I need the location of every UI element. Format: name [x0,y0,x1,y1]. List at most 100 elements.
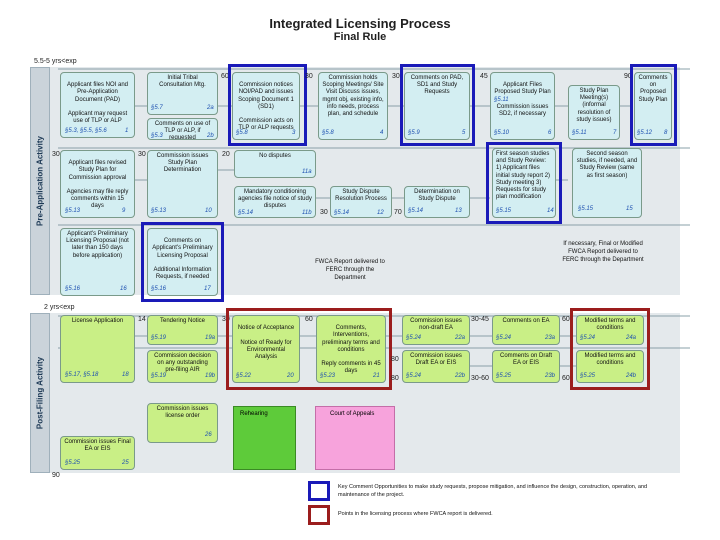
first-season-section: §5.15 [496,208,512,214]
no-disputes-text: No disputes [259,153,291,159]
proposed-plan-text: Applicant Files Proposed Study Plan Comm… [494,82,551,118]
proposed-plan-box: Applicant Files Proposed Study Plan Comm… [490,72,555,140]
prelim-proposal-box: Applicant's Preliminary Licensing Propos… [60,228,135,296]
study-plan-meeting-box: Study Plan Meeting(s) (informal resoluti… [568,85,620,140]
tribal-box: Initial Tribal Consultation Mtg. [147,72,218,115]
plan-determination-text: Commission issues Study Plan Determinati… [156,153,209,174]
revised-plan-box: Applicant files revised Study Plan for C… [60,150,135,218]
dispute-process-number: 12 [377,210,384,216]
comments-draft-number: 23b [545,373,556,379]
time-30c: 30 [52,151,60,158]
comments-proposed-number: 8 [664,130,668,136]
time-80a: 80 [391,375,399,382]
comments-proposed-box: Comments on Proposed Study Plan [634,72,672,140]
comments-ea-text: Comments on EA [502,318,550,324]
study-plan-meeting-section: §5.11 [572,130,587,136]
fwca-report-highlight [570,308,650,390]
time-60b: 60 [305,316,313,323]
legend-red-swatch [308,505,330,525]
scoping-meeting-number: 4 [380,130,384,136]
post-filing-label: Post-Filing Activity [30,313,50,473]
non-draft-ea-text: Commission issues non-draft EA [410,318,462,332]
prelim-comments-section: §5.16 [151,286,167,292]
acceptance-text: Notice of Acceptance Notice of Ready for… [237,325,295,361]
first-season-number: 14 [547,208,554,214]
modified-terms-a-text: Modified terms and conditions [584,318,636,332]
modified-terms-b-number: 24b [626,373,637,379]
comments-ea-section: §5.24 [496,335,512,341]
dispute-determination-text: Determination on Study Dispute [414,189,460,203]
court-box: Court of Appeals [315,406,395,470]
time-60c: 60 [562,316,570,323]
time-90a: 90 [624,73,632,80]
first-season-box: First season studies and Study Review: 1… [492,148,556,218]
final-ea-number: 25 [122,460,129,466]
comments-proposed-section: §5.12 [637,130,653,136]
pre-span-label: 5.5-5 yrs<exp [34,58,77,65]
time-90b: 90 [52,472,60,479]
post-span-label: 2 yrs<exp [44,304,75,311]
title-line2: Final Rule [333,31,387,43]
first-season-text: First season studies and Study Review: 1… [496,151,551,201]
proposed-plan-number: 6 [548,130,552,136]
modified-terms-b-section: §5.25 [580,373,596,379]
comments-interventions-text: Comments, Interventions, preliminary ter… [321,325,381,375]
modified-terms-a-box: Modified terms and conditions [576,315,644,345]
license-application-text: License Application [71,318,124,324]
comments-pad-number: 5 [462,130,466,136]
prelim-proposal-section: §5.16 [65,286,81,292]
comments-pad-section: §5.9 [408,130,420,136]
court-label: Court of Appeals [330,411,375,417]
scoping-meeting-section: §5.8 [322,130,334,136]
time-60: 60 [221,73,229,80]
license-order-box: Commission issues license order [147,403,218,443]
comments-draft-section: §5.25 [496,373,512,379]
time-20: 20 [222,151,230,158]
plan-determination-section: §5.13 [151,208,167,214]
dispute-process-text: Study Dispute Resolution Process [335,189,387,203]
second-season-number: 15 [626,206,633,212]
time-80b: 80 [391,356,399,363]
comments-interventions-section: §5.23 [320,373,336,379]
draft-ea-box: Commission issues Draft EA or EIS [402,350,470,383]
dispute-determination-section: §5.14 [408,208,424,214]
comments-draft-box: Comments on Draft EA or EIS [492,350,560,383]
study-plan-meeting-text: Study Plan Meeting(s) (informal resoluti… [576,88,612,123]
time-45: 45 [480,73,488,80]
dispute-process-section: §5.14 [334,210,350,216]
tendering-text: Tendering Notice [159,318,206,324]
acceptance-number: 20 [287,373,294,379]
comments-pad-box: Comments on PAD, SD1 and Study Requests [404,72,470,140]
time-30f: 30 [222,316,230,323]
comments-tlp-box: Comments on use of TLP or ALP, if reques… [147,118,218,140]
comments-interventions-box: Comments, Interventions, preliminary ter… [316,315,386,383]
draft-ea-text: Commission issues Draft EA or EIS [410,353,462,367]
prelim-comments-box: Comments on Applicant's Preliminary Lice… [147,228,218,296]
pad-number: 1 [125,128,129,134]
comments-ea-number: 23a [545,335,556,341]
rehearing-label: Rehearing [240,411,268,417]
key-comment-highlight [486,142,562,224]
non-draft-ea-box: Commission issues non-draft EA [402,315,470,345]
legend-red-text: Points in the licensing process where FW… [338,511,493,517]
air-decision-box: Commission decision on any outstanding p… [147,350,218,383]
fwca-final-note: If necessary, Final or Modified FWCA Rep… [562,241,644,263]
tribal-text: Initial Tribal Consultation Mtg. [159,75,206,89]
prelim-comments-text: Comments on Applicant's Preliminary Lice… [152,238,213,281]
revised-plan-section: §5.13 [65,208,81,214]
scoping-meeting-text: Commission holds Scoping Meetings/ Site … [322,75,384,118]
license-application-number: 18 [122,372,129,378]
second-season-text: Second season studies, if needed, and St… [576,151,638,179]
dispute-determination-number: 13 [455,208,462,214]
acceptance-box: Notice of Acceptance Notice of Ready for… [232,315,300,383]
revised-plan-text: Applicant files revised Study Plan for C… [66,160,129,210]
time-30e: 30 [320,209,328,216]
air-decision-number: 19b [205,373,216,379]
pad-section: §5.3, §5.5, §5.6 [65,128,107,134]
prelim-proposal-text: Applicant's Preliminary Licensing Propos… [66,231,129,259]
time-60d: 60 [562,375,570,382]
second-season-section: §5.15 [578,206,594,212]
legend-blue-text: Key Comment Opportunities to make study … [338,484,648,498]
time-30-45: 30-45 [471,316,489,323]
study-plan-meeting-number: 7 [613,130,617,136]
